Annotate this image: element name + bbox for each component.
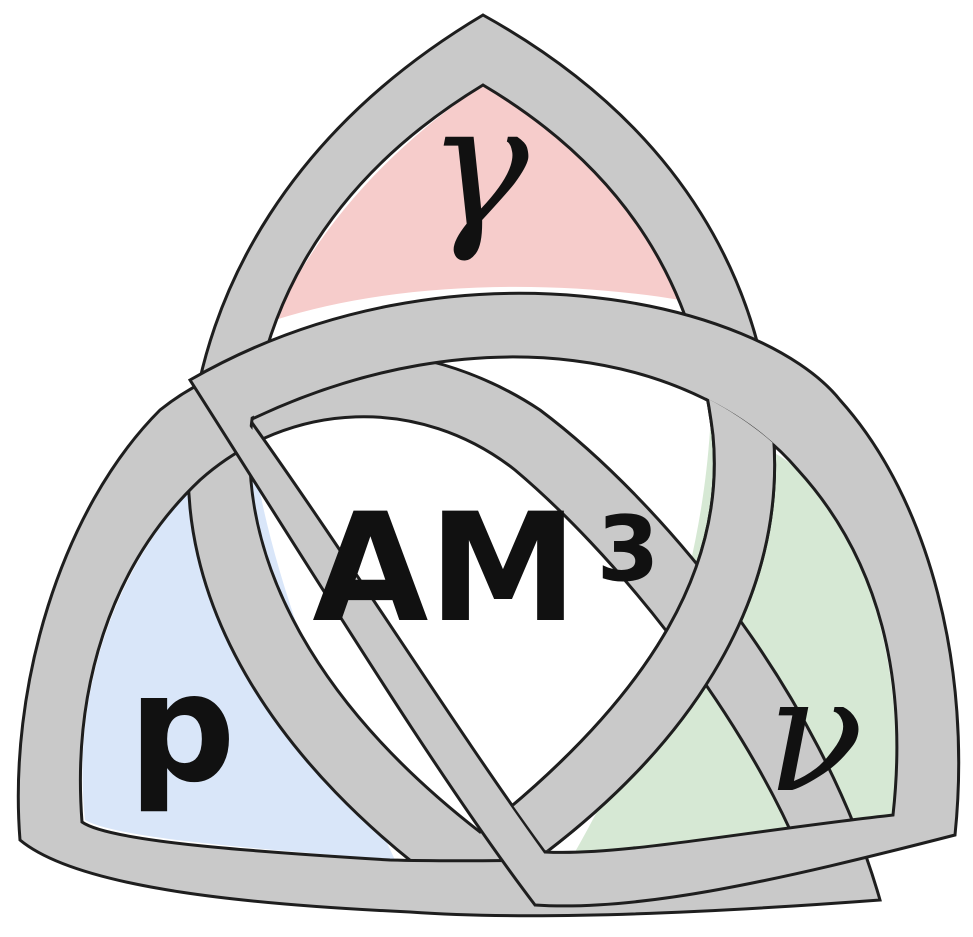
am-label: AM (312, 482, 577, 656)
superscript-3-label: 3 (597, 497, 660, 602)
p-label: p (128, 642, 235, 816)
am3-title: AM 3 (312, 482, 659, 656)
gamma-label: γ (427, 68, 529, 266)
top-lobe (275, 85, 680, 320)
ring-right (187, 291, 961, 908)
nu-label: ν (766, 641, 863, 828)
